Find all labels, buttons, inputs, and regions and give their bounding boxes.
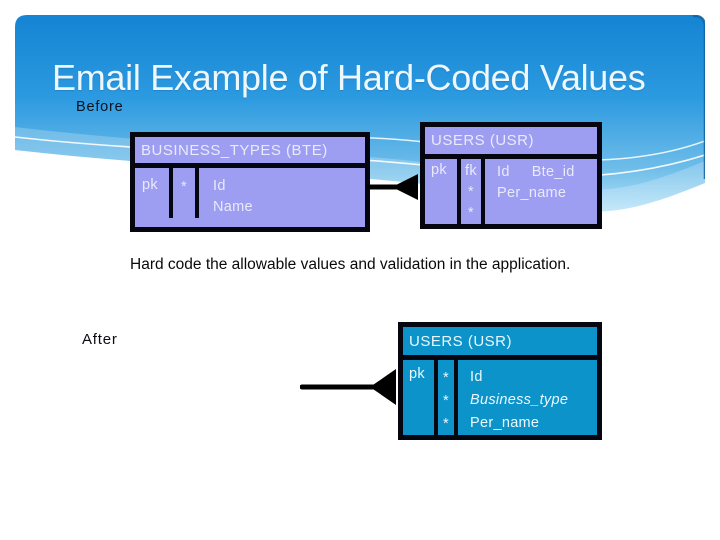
business-types-table-header: BUSINESS_TYPES (BTE) <box>135 137 365 168</box>
column-name: Per_name <box>470 415 540 431</box>
mandatory-marker: * <box>443 416 449 432</box>
fk-marker-cell: fk * * <box>457 159 481 224</box>
column-name: Per_name <box>497 185 567 201</box>
users-after-table: USERS (USR) pk * * * Id Business_type Pe… <box>398 322 602 440</box>
column-name: Id <box>497 164 510 180</box>
column-row: Id Bte_id <box>497 162 597 183</box>
fk-label: fk <box>465 163 477 179</box>
column-name: Bte_id <box>531 164 575 180</box>
pk-cell: pk <box>142 177 158 193</box>
before-label: Before <box>76 99 124 115</box>
mandatory-marker: * <box>468 205 474 221</box>
users-before-table-body: pk fk * * Id Bte_id Per_name <box>425 159 597 224</box>
column-name: Id <box>470 369 483 385</box>
users-after-table-body: pk * * * Id Business_type Per_name <box>403 360 597 436</box>
mandatory-marker-cell: * <box>169 168 195 218</box>
column-name: Business_type <box>470 392 569 408</box>
mandatory-marker: * <box>468 184 474 200</box>
users-after-table-header: USERS (USR) <box>403 327 597 360</box>
users-before-table-header: USERS (USR) <box>425 127 597 159</box>
columns-cell: Id Bte_id Per_name <box>481 159 597 224</box>
pk-cell: pk <box>409 366 425 382</box>
mandatory-marker-cell: * * * <box>434 360 454 436</box>
mandatory-marker: * <box>443 393 449 409</box>
columns-cell: Id Name <box>195 168 365 218</box>
business-types-table-body: pk * Id Name <box>135 168 365 218</box>
columns-cell: Id Business_type Per_name <box>454 360 597 436</box>
mandatory-marker: * <box>443 370 449 386</box>
business-types-table: BUSINESS_TYPES (BTE) pk * Id Name <box>130 132 370 232</box>
column-name: Id <box>213 178 226 194</box>
relationship-arrow-after-icon <box>300 369 396 405</box>
column-name: Name <box>213 199 253 215</box>
slide-title: Email Example of Hard-Coded Values <box>52 57 646 98</box>
relationship-arrow-before-icon <box>366 174 418 200</box>
users-before-table: USERS (USR) pk fk * * Id Bte_id Per_name <box>420 122 602 229</box>
pk-cell: pk <box>431 162 447 178</box>
note-text: Hard code the allowable values and valid… <box>130 256 571 273</box>
after-label: After <box>82 331 118 348</box>
